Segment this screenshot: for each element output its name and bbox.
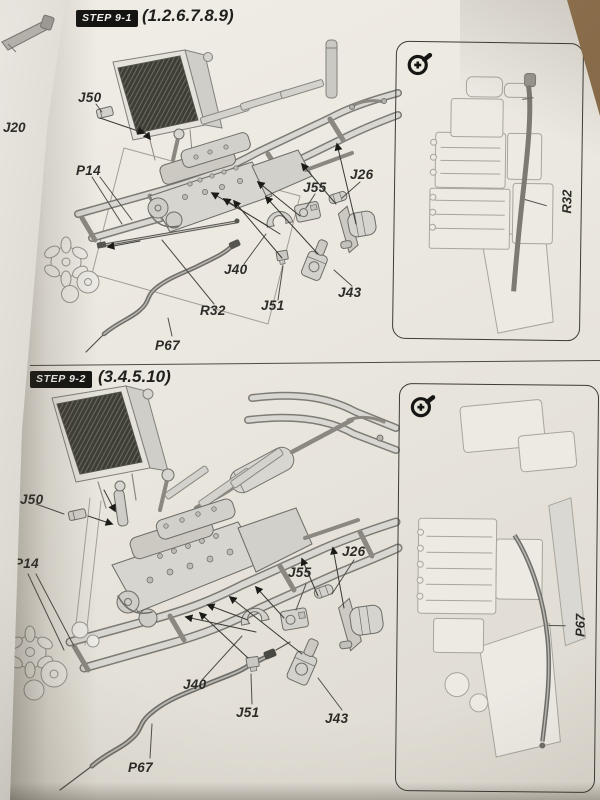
step2-inset-part-label: P67 xyxy=(572,613,588,638)
page-bottom-shadow xyxy=(10,782,600,800)
step1-inset-box: R32 xyxy=(391,40,585,342)
step1-label-j51: J51 xyxy=(261,298,285,313)
page-corner-shade xyxy=(460,0,600,200)
step1-label-p14: P14 xyxy=(76,163,101,178)
prev-page-part-label: J20 xyxy=(3,120,26,135)
magnifier-plus-icon xyxy=(407,52,433,76)
step2-inset-illustration xyxy=(416,399,587,758)
step2-label-j50: J50 xyxy=(20,492,43,507)
step1-label-j55: J55 xyxy=(303,180,327,195)
step1-inset-illustration xyxy=(428,73,554,334)
step2-label-j51: J51 xyxy=(236,705,260,720)
step2-label-j26: J26 xyxy=(342,544,366,559)
step2-label-j40: J40 xyxy=(183,677,207,692)
driveshaft-illustration xyxy=(1,14,55,53)
step2-label-j43: J43 xyxy=(325,711,349,726)
step1-title: (1.2.6.7.8.9) xyxy=(142,6,234,25)
magnifier-plus-icon xyxy=(410,395,436,418)
step1-label-j50: J50 xyxy=(78,90,101,105)
step1-diagram-illustration xyxy=(44,39,402,353)
step2-label-p14: P14 xyxy=(14,556,39,571)
step1-label-j43: J43 xyxy=(338,285,362,300)
step2-label-p67: P67 xyxy=(128,760,153,775)
step1-label-j40: J40 xyxy=(224,262,248,277)
step2-badge: STEP 9-2 xyxy=(30,371,92,388)
step1-label-j26: J26 xyxy=(350,167,374,182)
step2-title: (3.4.5.10) xyxy=(98,367,171,386)
step2-inset-box: P67 xyxy=(394,382,600,794)
step1-badge: STEP 9-1 xyxy=(76,10,138,27)
step2-label-j55: J55 xyxy=(288,565,312,580)
step1-label-r32: R32 xyxy=(200,303,226,318)
step1-label-p67: P67 xyxy=(155,338,180,353)
